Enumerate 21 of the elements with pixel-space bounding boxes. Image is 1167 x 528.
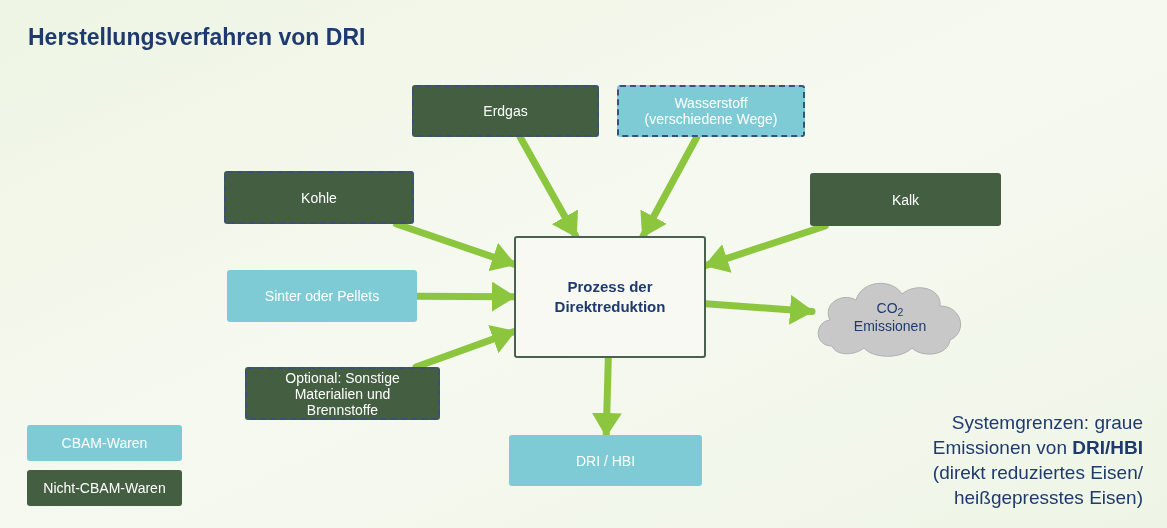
input-box [617, 85, 805, 137]
note-text: Systemgrenzen: graue Emissionen von DRI/HBI (direkt reduziertes Eisen/ heißgepresstes Eisen) [931, 411, 1143, 510]
input-box [224, 171, 414, 224]
node-label: Prozess der Direktreduktion [553, 277, 667, 317]
node-label: DRI / HBI [575, 452, 636, 469]
input-box [509, 435, 702, 486]
input-box [227, 270, 417, 322]
node-label: Wasserstoff (verschiedene Wege) [643, 95, 779, 127]
legend-label: Nicht-CBAM-Waren [43, 478, 166, 498]
title: Herstellungsverfahren von DRI [28, 23, 366, 52]
legend-label: CBAM-Waren [61, 433, 148, 453]
node-label: Sinter oder Pellets [264, 288, 380, 304]
input-box [245, 367, 440, 420]
node-label: Kohle [301, 189, 337, 206]
node-label: Erdgas [483, 103, 528, 119]
input-box [810, 173, 1001, 226]
process-box [514, 236, 706, 358]
input-box [412, 85, 599, 137]
node-label: CO$_{2}$ Emissionen [852, 299, 928, 335]
node-label: Kalk [891, 191, 920, 208]
node-label: Optional: Sonstige Materialien und Brennstoffe [284, 369, 401, 418]
